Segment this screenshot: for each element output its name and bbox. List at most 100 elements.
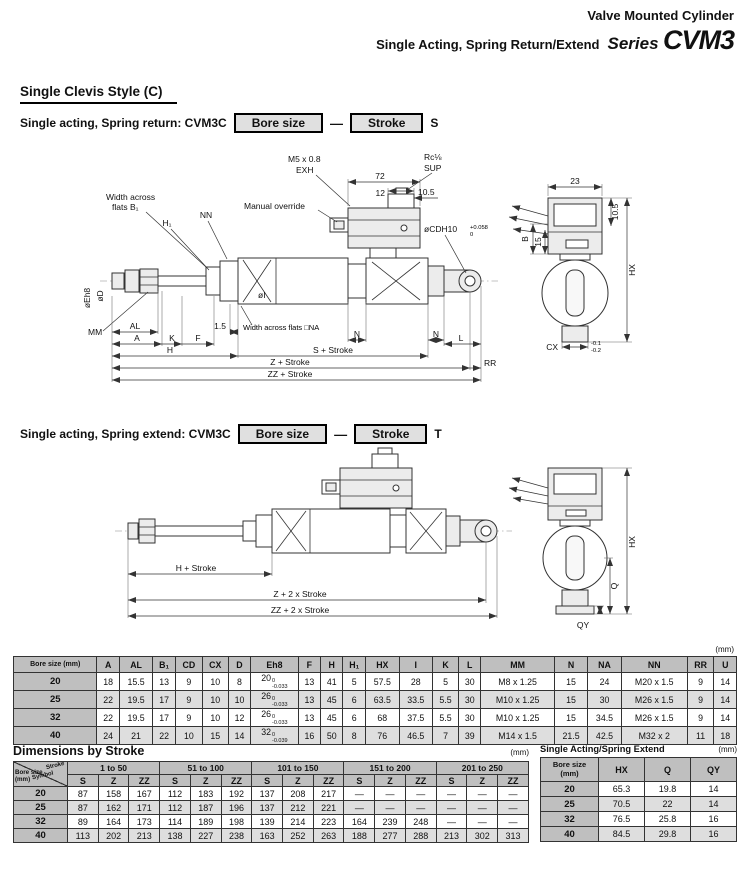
column-header: MM [480,656,555,673]
tolerance: 0-0.033 [272,696,288,708]
column-header: L [458,656,482,673]
dimension-cell: 24 [587,672,622,691]
dimension-cell: 63.5 [365,690,400,709]
diagonal-divider [14,762,67,786]
label-sup: SUP [424,163,442,173]
ordering-extend-suffix: T [434,427,442,441]
column-header: Bore size (mm) [12,656,98,673]
dimension-cell: 22 [644,796,691,812]
symbol-header: S [343,774,376,787]
dimension-cell: 39 [458,726,482,745]
column-header: B₁ [152,656,176,673]
dimension-cell: 5 [431,672,460,691]
label-width-flats-b1-line2: flats B₁ [112,202,139,212]
dimension-cell: M20 x 1.5 [620,672,688,691]
column-header: NA [587,656,622,673]
label-manual-override: Manual override [244,201,305,211]
dimension-cell: 14 [690,781,737,797]
dimension-cell: 11 [686,726,715,745]
bore-size: 25 [540,796,599,812]
stroke-dimension-cell: 202 [97,828,130,843]
dimension-cell: 13 [152,672,176,691]
stroke-dimension-cell: — [497,800,529,815]
tolerance-upper: 0 [272,696,276,702]
dimension-cell: 9 [686,672,715,691]
dimension-cell: 15 [201,726,229,745]
dimension-cell: 70.5 [598,796,645,812]
dimension-cell: 15 [553,708,589,727]
bore-size: 40 [13,828,68,843]
section-title: Single Clevis Style (C) [20,84,177,104]
stroke-dimension-cell: 137 [251,800,284,815]
dimension-cell: M32 x 2 [620,726,688,745]
label-clevis-pin-bore: øCDH10 [424,224,457,234]
spring-extend-section: Single Acting/Spring Extend (mm) Bore si… [540,744,737,842]
label-side-cx: CX [546,342,558,352]
stroke-range-header: 1 to 50 [66,761,161,775]
dimension-cell: 45 [320,708,344,727]
dimension-cell: M10 x 1.25 [480,708,555,727]
dimension-cell: 14 [713,690,737,709]
tolerance-lower: -0.033 [272,683,288,690]
stroke-dimension-cell: — [466,786,499,801]
label-exhaust-thread: M5 x 0.8 [288,154,321,164]
bore-size: 25 [13,800,68,815]
column-header: N [553,656,589,673]
column-header: HX [365,656,400,673]
dimension-cell: 9 [174,690,203,709]
stroke-dimension-cell: — [466,800,499,815]
stroke-dimension-cell: 208 [282,786,314,801]
dimension-cell: 14 [713,708,737,727]
dimension-cell: 84.5 [598,826,645,842]
stroke-dimension-cell: — [343,800,376,815]
label-side-15: 15 [533,237,543,247]
label-z-plus-stroke: Z + Stroke [270,357,310,367]
stroke-dimension-cell: 198 [220,814,253,829]
column-header: CD [174,656,203,673]
dimension-cell: 46.5 [398,726,433,745]
stroke-dimension-cell: 163 [251,828,284,843]
stroke-dimension-cell: 138 [159,828,191,843]
dimension-cell: 21.5 [553,726,589,745]
label-rod-diameter-d: øD [95,290,105,301]
label-zz-plus-stroke: ZZ + Stroke [268,369,313,379]
dimension-cell: 19.5 [118,690,154,709]
ordering-return-prefix: Single acting, Spring return: CVM3C [20,116,227,130]
label-h: H [167,345,173,355]
symbol-header: S [251,774,284,787]
label-k: K [169,333,175,343]
dimension-value: 26 [261,691,271,701]
stroke-dimension-cell: 89 [67,814,99,829]
dimension-cell: 22 [96,708,120,727]
dimension-cell: 16 [690,811,737,827]
bore-size-box: Bore size [237,424,328,444]
dimension-cell: M26 x 1.5 [620,708,688,727]
symbol-header: ZZ [220,774,253,787]
tolerance-upper: 0 [272,714,276,720]
dimension-cell: 13 [297,708,322,727]
stroke-dimension-cell: 213 [435,828,468,843]
side-view-spring-return: 23 10.5 B 15 HX CX -0.1 -0.2 [508,176,637,354]
label-side-q: Q [609,582,619,589]
column-header: RR [686,656,715,673]
dimension-cell: 10 [227,690,252,709]
stroke-dimension-cell: 248 [404,814,437,829]
dimension-cell: 29.8 [644,826,691,842]
label-exh: EXH [296,165,313,175]
bore-size: 32 [13,814,68,829]
stroke-range-header: 151 to 200 [343,761,437,775]
column-header: QY [690,757,737,782]
label-side-qy: QY [577,620,590,630]
dimension-cell: 76.5 [598,811,645,827]
tolerance-lower: -0.033 [272,719,288,726]
symbol-header: S [159,774,191,787]
tolerance: 0-0.033 [272,678,288,690]
ordering-dash: — [334,426,348,442]
